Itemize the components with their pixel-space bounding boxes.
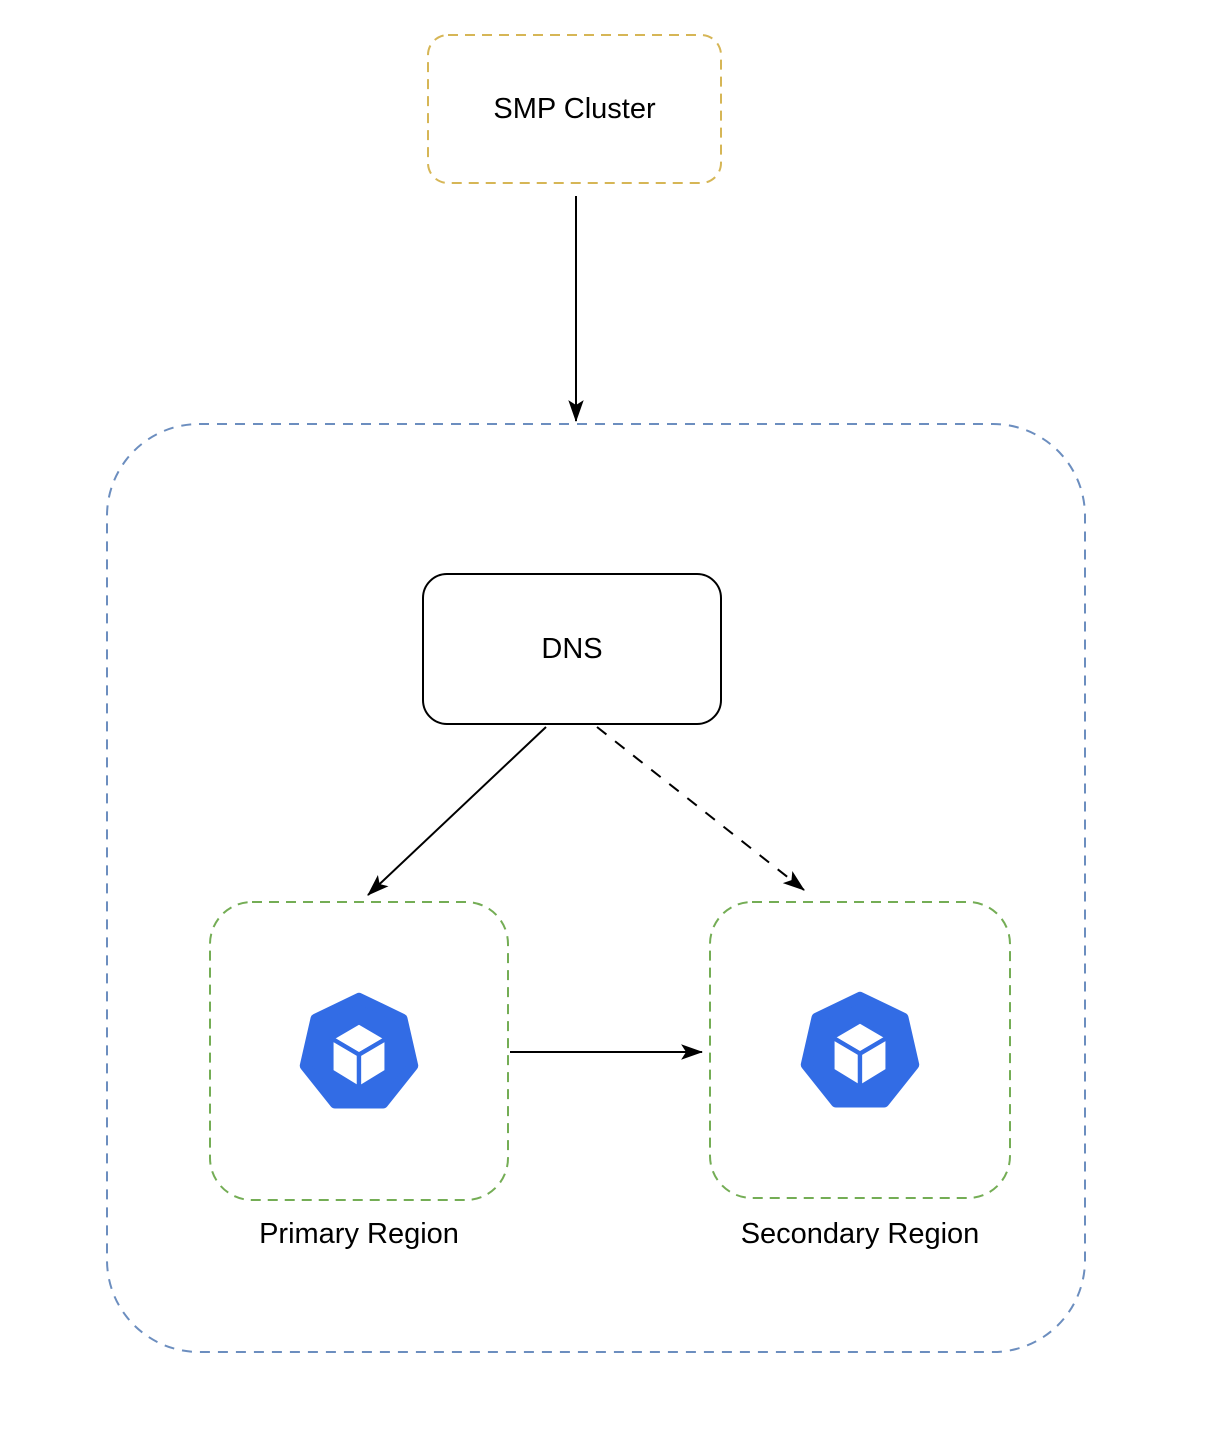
pod-cube-icon — [299, 992, 419, 1109]
dns-node — [422, 573, 722, 725]
smp-cluster-node — [427, 34, 722, 184]
smp-cluster-label: SMP Cluster — [493, 92, 656, 125]
dns-label: DNS — [541, 632, 603, 665]
pod-cube-right-face — [356, 1036, 389, 1091]
pod-cube-right-face — [857, 1035, 890, 1090]
pod-cube-icon — [800, 991, 920, 1108]
primary-region-label: Primary Region — [259, 1217, 459, 1250]
secondary-region-label: Secondary Region — [740, 1217, 980, 1250]
region-zone-container — [106, 423, 1086, 1353]
arrow-dns-to-primary — [367, 726, 547, 896]
